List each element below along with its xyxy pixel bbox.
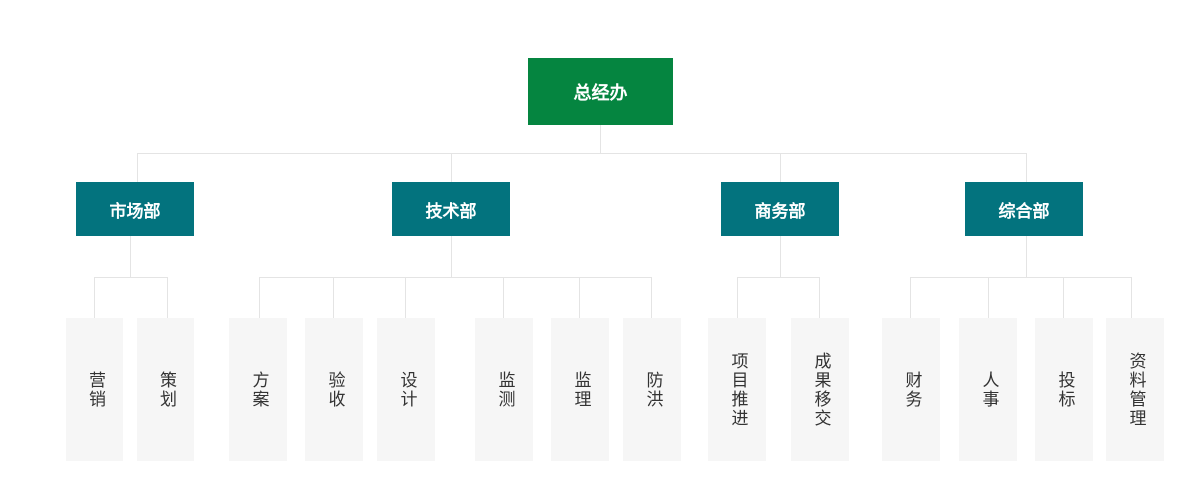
connector-tech-bus [259, 277, 651, 278]
node-sub-label: 验收 [324, 370, 345, 409]
connector-market-sub-1 [94, 277, 95, 318]
node-root[interactable]: 总经办 [528, 58, 673, 125]
node-sub-market-2[interactable]: 策划 [137, 318, 194, 461]
node-sub-general-4[interactable]: 资料管理 [1106, 318, 1164, 461]
node-sub-tech-3[interactable]: 设计 [377, 318, 435, 461]
node-dept-label: 综合部 [998, 201, 1050, 222]
node-sub-tech-5[interactable]: 监理 [551, 318, 609, 461]
connector-business-sub-2 [819, 277, 820, 318]
connector-root-down [600, 125, 601, 153]
node-sub-label: 方案 [248, 370, 269, 409]
connector-general-sub-1 [910, 277, 911, 318]
node-dept-label: 技术部 [425, 201, 477, 222]
connector-tech-sub-4 [503, 277, 504, 318]
node-sub-label: 资料管理 [1125, 351, 1146, 428]
node-sub-market-1[interactable]: 营销 [66, 318, 123, 461]
connector-dept-1-up [137, 153, 138, 182]
node-sub-label: 营销 [85, 370, 105, 409]
node-sub-label: 项目推进 [727, 351, 748, 428]
connector-market-sub-2 [167, 277, 168, 318]
connector-tech-sub-2 [333, 277, 334, 318]
node-sub-business-1[interactable]: 项目推进 [708, 318, 766, 461]
node-sub-general-1[interactable]: 财务 [882, 318, 940, 461]
connector-market-down [130, 236, 131, 277]
node-sub-label: 监测 [494, 370, 515, 409]
node-dept-tech[interactable]: 技术部 [392, 182, 510, 236]
node-sub-label: 人事 [978, 370, 999, 409]
node-sub-label: 财务 [901, 370, 922, 409]
node-sub-tech-1[interactable]: 方案 [229, 318, 287, 461]
node-sub-tech-2[interactable]: 验收 [305, 318, 363, 461]
node-sub-label: 策划 [156, 370, 176, 409]
connector-general-sub-4 [1131, 277, 1132, 318]
node-dept-label: 商务部 [754, 201, 806, 222]
connector-dept-2-up [451, 153, 452, 182]
connector-business-bus [737, 277, 820, 278]
connector-market-bus [94, 277, 168, 278]
connector-general-down [1026, 236, 1027, 277]
connector-business-down [780, 236, 781, 277]
node-dept-label: 市场部 [109, 201, 161, 222]
node-dept-business[interactable]: 商务部 [721, 182, 839, 236]
node-root-label: 总经办 [573, 82, 628, 104]
node-dept-market[interactable]: 市场部 [76, 182, 194, 236]
connector-dept-bus [137, 153, 1027, 154]
connector-tech-sub-1 [259, 277, 260, 318]
connector-dept-3-up [780, 153, 781, 182]
node-sub-tech-4[interactable]: 监测 [475, 318, 533, 461]
node-sub-business-2[interactable]: 成果移交 [791, 318, 849, 461]
connector-general-bus [910, 277, 1132, 278]
connector-general-sub-2 [988, 277, 989, 318]
connector-tech-down [451, 236, 452, 277]
node-sub-label: 设计 [396, 370, 417, 409]
node-sub-general-3[interactable]: 投标 [1035, 318, 1093, 461]
node-sub-label: 监理 [570, 370, 591, 409]
connector-business-sub-1 [737, 277, 738, 318]
node-dept-general[interactable]: 综合部 [965, 182, 1083, 236]
node-sub-general-2[interactable]: 人事 [959, 318, 1017, 461]
connector-tech-sub-6 [651, 277, 652, 318]
connector-tech-sub-5 [579, 277, 580, 318]
node-sub-tech-6[interactable]: 防洪 [623, 318, 681, 461]
connector-dept-4-up [1026, 153, 1027, 182]
node-sub-label: 成果移交 [810, 351, 831, 428]
node-sub-label: 防洪 [642, 370, 663, 409]
connector-tech-sub-3 [405, 277, 406, 318]
node-sub-label: 投标 [1054, 370, 1075, 409]
connector-general-sub-3 [1063, 277, 1064, 318]
